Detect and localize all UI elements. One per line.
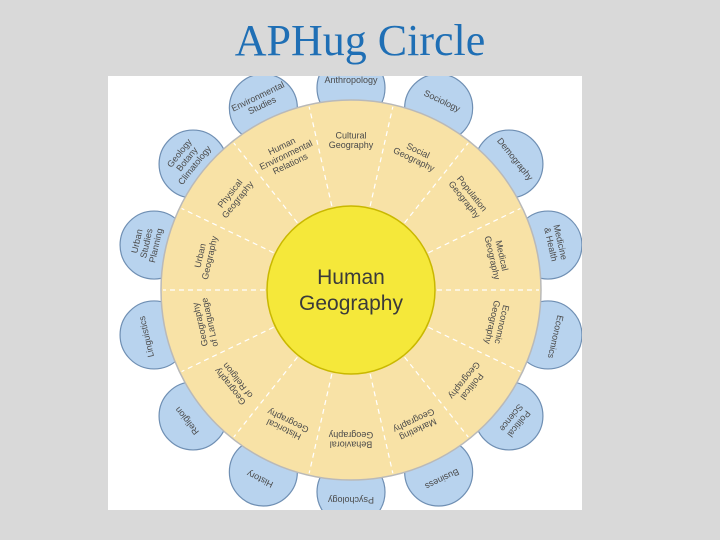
inner-segment-label-line: Geography [328, 430, 373, 440]
slide-title: APHug Circle [234, 16, 486, 65]
ring-divider [181, 207, 274, 254]
ring-divider [404, 356, 469, 438]
inner-segment-label-line: Cultural [335, 130, 366, 140]
center-label-line: Human [317, 266, 385, 289]
petal-label-line: Anthropology [324, 76, 378, 85]
petal-label-line: Psychology [327, 495, 374, 505]
ring-divider [428, 207, 521, 254]
center-label-line: Geography [299, 292, 403, 315]
ring-divider [308, 106, 333, 207]
petal-label: Psychology [327, 495, 374, 505]
ring-divider [428, 326, 521, 373]
ring-divider [308, 373, 333, 474]
ring-divider [181, 326, 274, 373]
ring-divider [233, 142, 298, 224]
inner-segment-label: MedicalGeography [483, 233, 512, 281]
ring-divider [233, 356, 298, 438]
ring-divider [369, 373, 394, 474]
ring-divider [404, 142, 469, 224]
inner-segment-label: BehavioralGeography [328, 430, 373, 450]
inner-segment-label-line: Behavioral [330, 440, 373, 450]
inner-segment-label-line: Geography [329, 140, 374, 150]
ring-divider [369, 106, 394, 207]
center-circle [266, 205, 436, 375]
petal-label: Anthropology [324, 76, 378, 85]
